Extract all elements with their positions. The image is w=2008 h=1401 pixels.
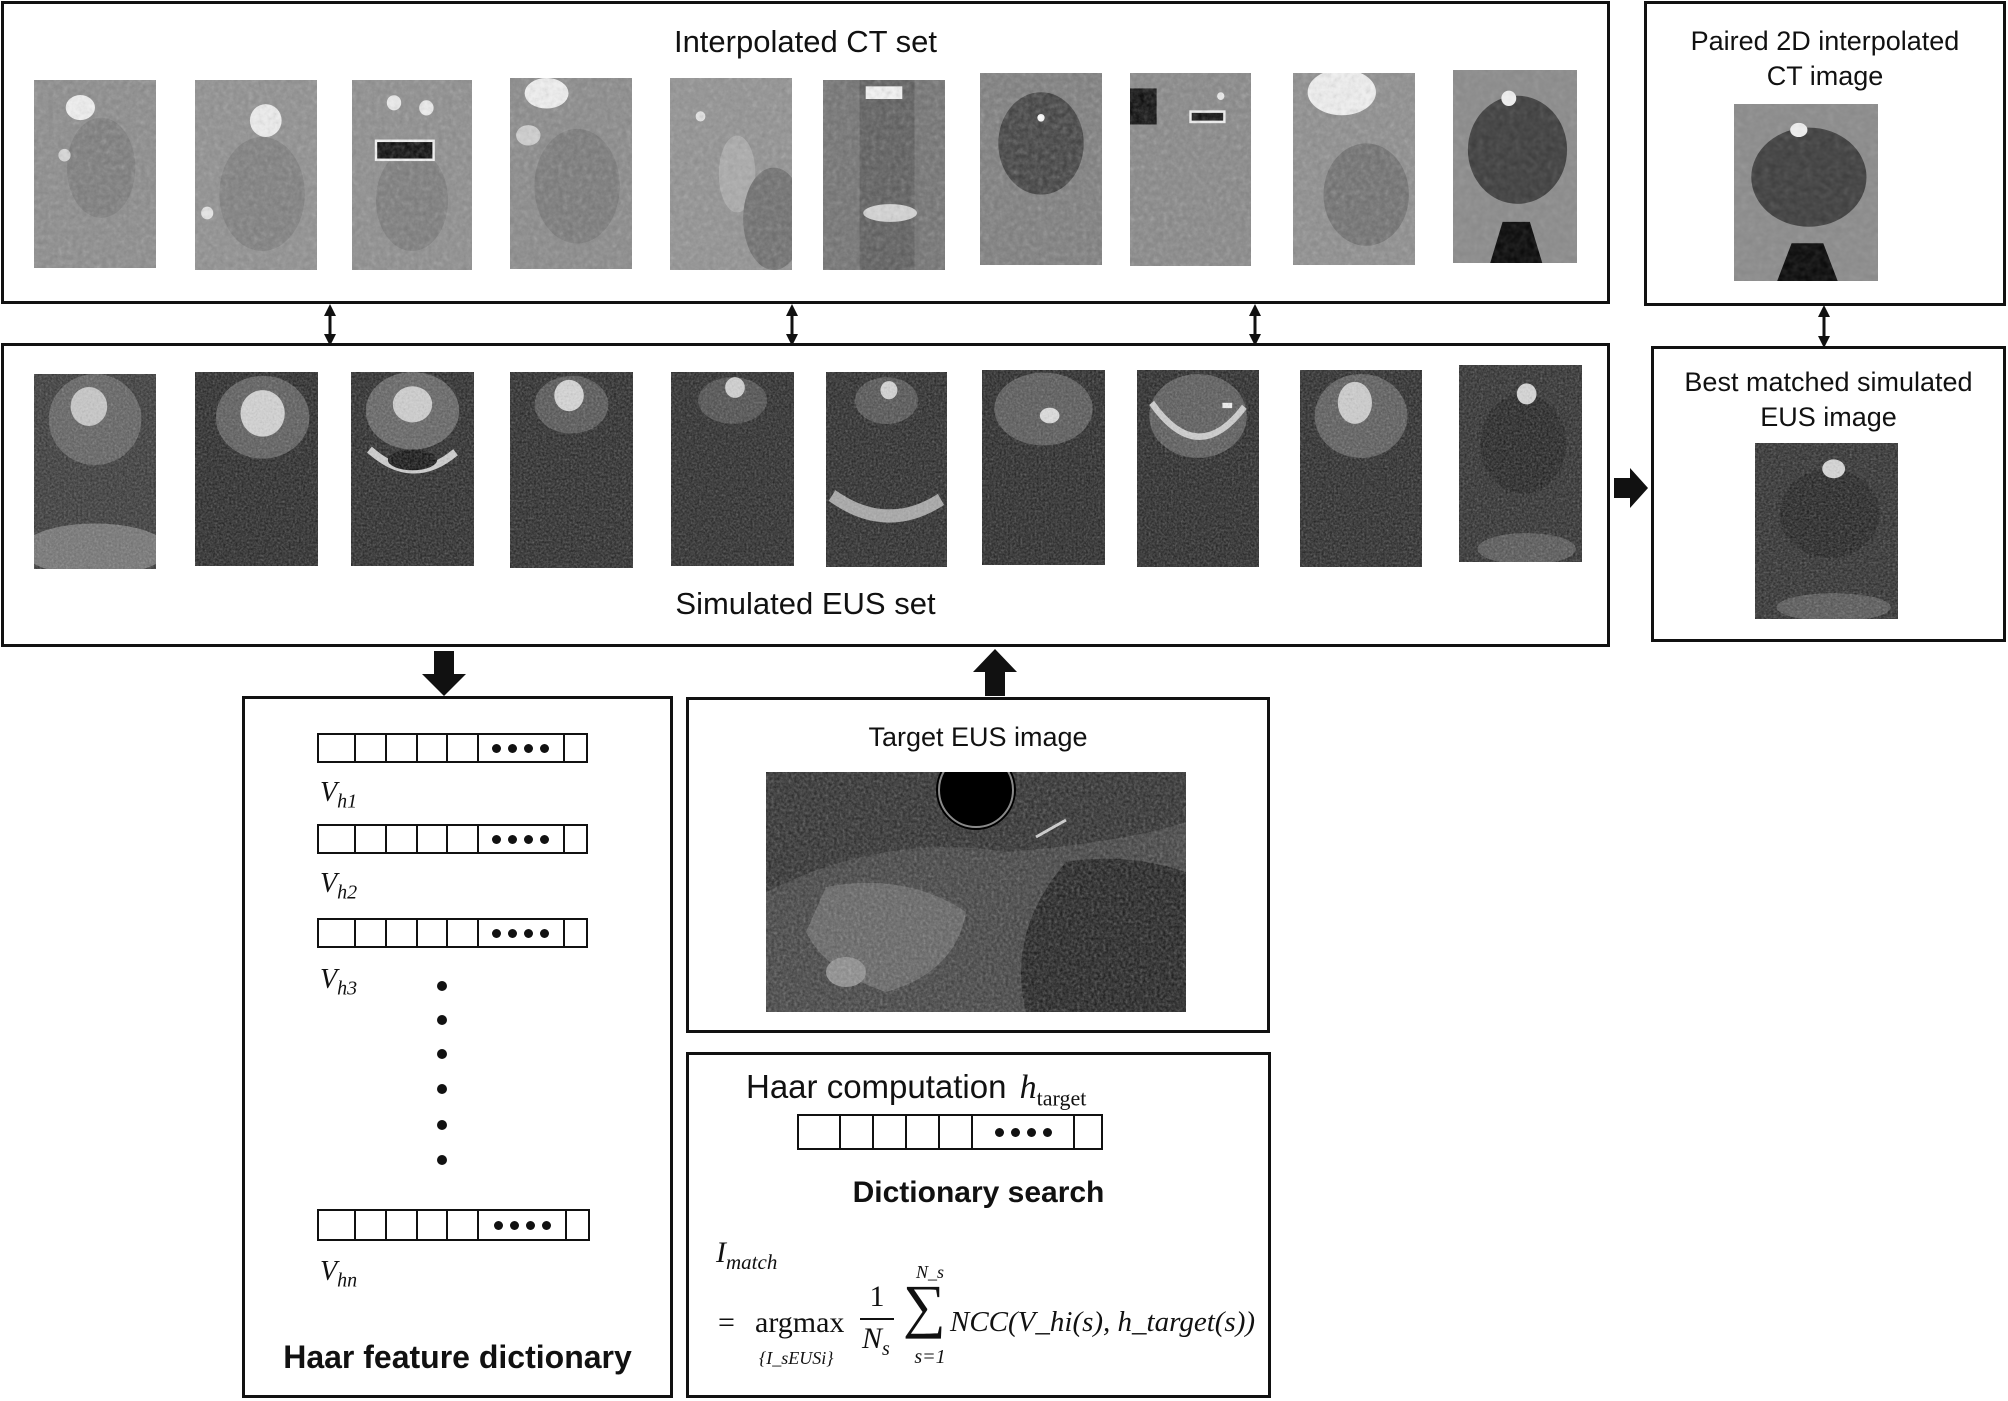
paired-ct-title-line1: Paired 2D interpolated xyxy=(1690,26,1960,56)
ct-slice-image xyxy=(352,80,472,270)
dictionary-search-title: Dictionary search xyxy=(852,1176,1105,1209)
haar-feature-vector xyxy=(317,918,588,948)
haar-feature-vector xyxy=(317,824,588,854)
vector-label-h2: Vh2 xyxy=(320,868,358,904)
formula-sum-lower: s=1 xyxy=(914,1346,946,1368)
haar-feature-vector xyxy=(317,733,588,763)
eus-slice-image xyxy=(826,372,947,567)
target-eus-image xyxy=(766,772,1186,1012)
target-haar-vector xyxy=(797,1114,1103,1150)
formula-frac-num: 1 xyxy=(869,1280,885,1313)
ct-slice-image xyxy=(1293,73,1415,265)
ellipsis-dot xyxy=(437,1015,447,1025)
ellipsis-dot xyxy=(437,1084,447,1094)
paired-ct-image xyxy=(1734,104,1878,281)
haar-dictionary-title: Haar feature dictionary xyxy=(283,1339,632,1375)
eus-slice-image xyxy=(671,372,794,566)
eus-slice-image xyxy=(1300,370,1422,567)
best-match-title-line1: Best matched simulated xyxy=(1684,367,1973,397)
vector-label-hn: Vhn xyxy=(320,1256,358,1292)
eus-slice-image xyxy=(195,372,318,566)
eus-slice-image xyxy=(510,372,633,568)
haar-dictionary-panel: Haar feature dictionary xyxy=(242,696,673,1398)
arrow-down-icon xyxy=(422,651,466,696)
best-match-eus-image xyxy=(1755,443,1898,619)
formula-term: NCC(V_hi(s), h_target(s)) xyxy=(950,1306,1256,1338)
formula-argmax-sub: {I_sEUSi} xyxy=(759,1348,834,1368)
ct-slice-image xyxy=(670,78,792,270)
eus-slice-image xyxy=(982,370,1105,565)
best-match-title-line2: EUS image xyxy=(1760,402,1897,432)
formula-sum-upper: N_s xyxy=(915,1262,944,1282)
formula-frac-bar xyxy=(860,1318,894,1320)
vector-label-h3: Vh3 xyxy=(320,964,358,1000)
ellipsis-dot xyxy=(437,1049,447,1059)
haar-feature-vector xyxy=(317,1209,590,1241)
ct-slice-image xyxy=(510,78,632,269)
ellipsis-dot xyxy=(437,981,447,991)
formula-sum-sign: ∑ xyxy=(903,1273,946,1339)
haar-computation-label: Haar computation htarget xyxy=(746,1068,1087,1111)
arrow-right-icon xyxy=(1614,468,1648,508)
ct-slice-image xyxy=(823,80,945,270)
ct-slice-image xyxy=(980,73,1102,265)
formula-equals: = xyxy=(718,1306,735,1339)
paired-ct-title-line2: CT image xyxy=(1766,61,1884,91)
dictionary-search-panel xyxy=(686,1052,1271,1398)
ct-set-title: Interpolated CT set xyxy=(673,24,938,59)
arrow-up-icon xyxy=(973,649,1017,696)
ct-slice-image xyxy=(1453,70,1577,263)
eus-slice-image xyxy=(34,374,156,569)
eus-set-title: Simulated EUS set xyxy=(675,586,936,621)
ct-slice-image xyxy=(1130,73,1251,266)
ellipsis-dot xyxy=(437,1155,447,1165)
ct-slice-image xyxy=(34,80,156,268)
eus-slice-image xyxy=(351,372,474,566)
ct-slice-image xyxy=(195,80,317,270)
formula-argmax: argmax xyxy=(755,1306,845,1339)
eus-slice-image xyxy=(1459,365,1582,562)
vector-label-h1: Vh1 xyxy=(320,777,358,813)
eus-slice-image xyxy=(1137,370,1259,567)
formula-frac-den: Ns xyxy=(862,1322,890,1360)
formula-lhs: Imatch xyxy=(716,1236,778,1274)
ellipsis-dot xyxy=(437,1120,447,1130)
target-eus-title: Target EUS image xyxy=(868,722,1088,752)
